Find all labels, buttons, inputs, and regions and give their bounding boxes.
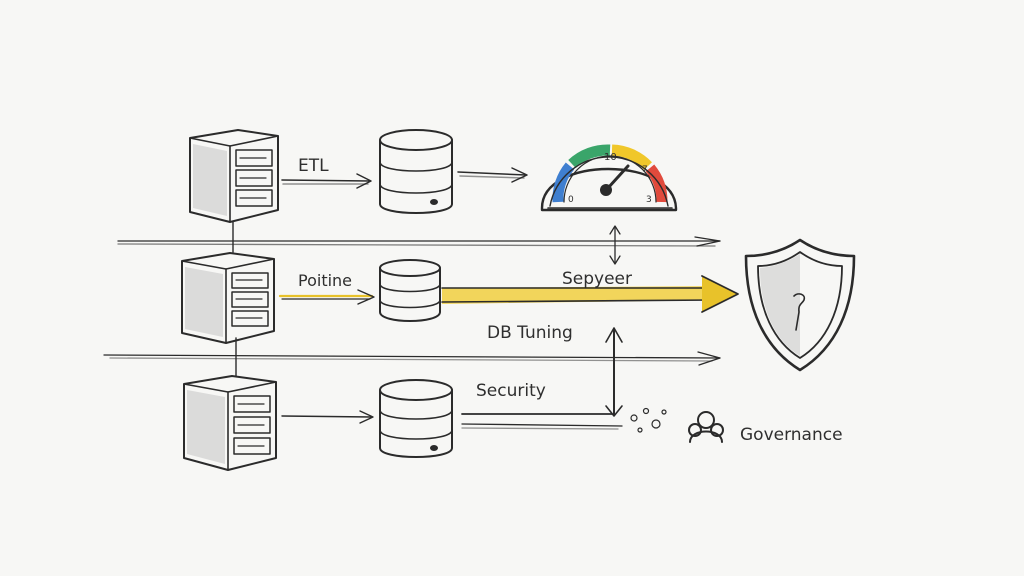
decorative-dots: [630, 407, 667, 433]
server-connectors: [232, 221, 237, 377]
shield-icon: [744, 238, 856, 372]
governance-label: Governance: [740, 425, 843, 445]
spyeer-label: Sepyeer: [562, 269, 632, 289]
server-icon: [181, 252, 275, 344]
gauge-tick-right-bottom: 3: [646, 195, 652, 205]
pipeline-arrow: [278, 289, 375, 305]
server-icon: [183, 375, 277, 471]
database-icon: [379, 379, 453, 458]
etl-label: ETL: [298, 156, 329, 176]
security-arrow: [281, 327, 623, 430]
security-label: Security: [476, 381, 546, 401]
people-icon: [688, 411, 724, 443]
gauge-tick-top: 10: [604, 152, 617, 163]
database-icon: [379, 259, 441, 322]
pipeline-big-arrow: [441, 275, 739, 313]
db-to-gauge-arrow: [457, 167, 528, 183]
gauge-icon: [540, 144, 678, 212]
gauge-tick-right: 7: [642, 165, 648, 175]
etl-arrow: [281, 173, 372, 189]
gauge-tick-left-bottom: 0: [568, 195, 574, 205]
database-icon: [379, 129, 453, 214]
gauge-tick-labels: 10 7 0 3: [568, 152, 652, 205]
pipeline-label: Poitine: [298, 271, 352, 290]
gauge-link-arrow: [609, 225, 621, 265]
server-icon: [189, 129, 279, 223]
db-tuning-label: DB Tuning: [487, 323, 573, 343]
